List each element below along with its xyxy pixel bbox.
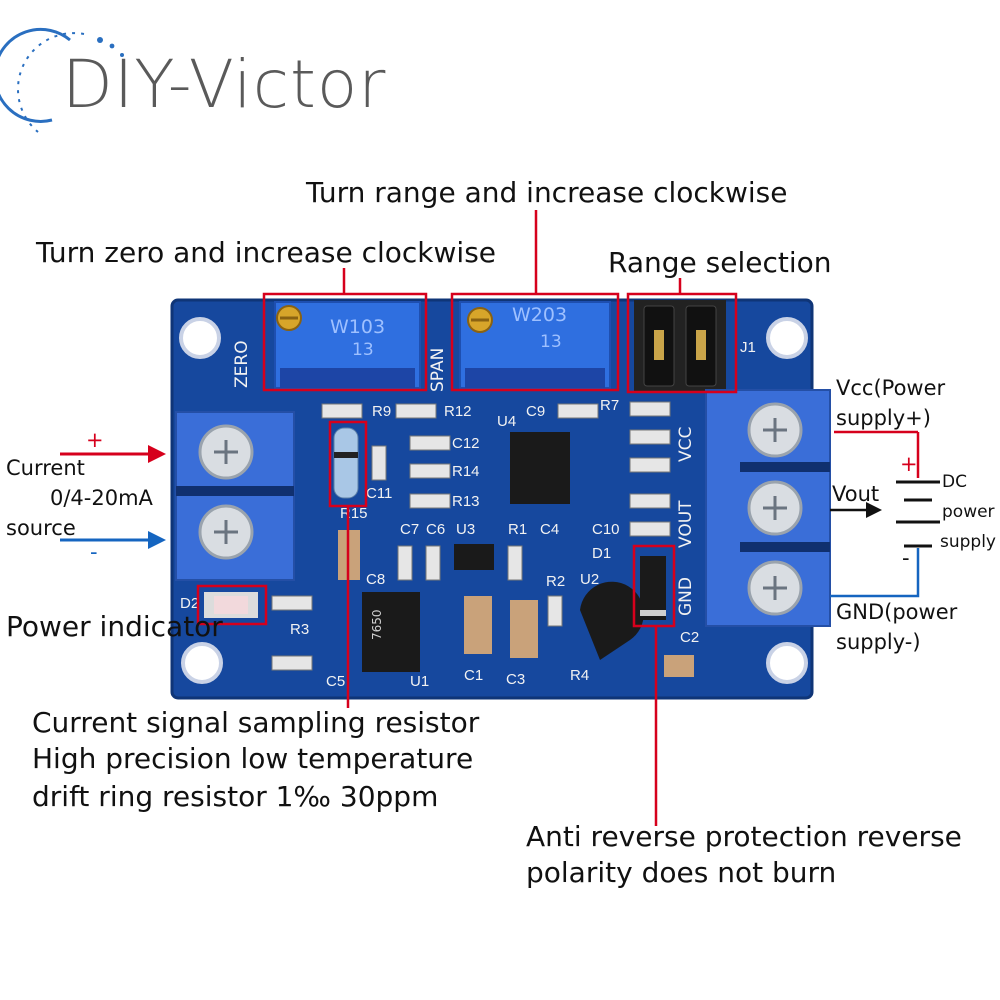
callout-protection-2: polarity does not burn: [526, 856, 837, 889]
input-label-3: source: [6, 516, 76, 540]
dc-label-1: DC: [942, 472, 967, 492]
svg-text:R12: R12: [444, 403, 472, 420]
callout-zero: Turn zero and increase clockwise: [36, 236, 497, 269]
svg-text:C6: C6: [426, 521, 445, 538]
svg-text:R13: R13: [452, 493, 480, 510]
vout-label: Vout: [832, 482, 880, 506]
pot1-label: W103: [330, 316, 386, 338]
callout-span: Turn range and increase clockwise: [306, 176, 788, 209]
input-label-2: 0/4-20mA: [50, 486, 153, 510]
svg-text:R4: R4: [570, 667, 589, 684]
dc-minus: -: [902, 546, 910, 570]
svg-text:C8: C8: [366, 571, 385, 588]
pot2-code: 13: [540, 332, 562, 352]
svg-text:R3: R3: [290, 621, 309, 638]
svg-text:D1: D1: [592, 545, 611, 562]
pot2-label: W203: [512, 304, 568, 326]
brand-logo: DIY-Victor: [62, 46, 387, 123]
gnd-label-2: supply-): [836, 630, 921, 654]
callout-sampling-1: Current signal sampling resistor: [32, 706, 480, 739]
svg-text:C2: C2: [680, 629, 699, 646]
svg-text:U2: U2: [580, 571, 599, 588]
dc-plus: +: [900, 452, 918, 476]
svg-text:R1: R1: [508, 521, 527, 538]
svg-text:R14: R14: [452, 463, 480, 480]
callout-sampling-2: High precision low temperature: [32, 742, 474, 775]
vcc-label-2: supply+): [836, 406, 931, 430]
vcc-label-1: Vcc(Power: [836, 376, 946, 400]
svg-text:R2: R2: [546, 573, 565, 590]
svg-text:U3: U3: [456, 521, 475, 538]
svg-text:R9: R9: [372, 403, 391, 420]
svg-text:C7: C7: [400, 521, 419, 538]
svg-text:C9: C9: [526, 403, 545, 420]
svg-text:C12: C12: [452, 435, 480, 452]
gnd-label-1: GND(power: [836, 600, 958, 624]
svg-text:R7: R7: [600, 397, 619, 414]
dc-label-2: power: [942, 502, 995, 522]
input-plus: +: [86, 428, 104, 452]
svg-text:C1: C1: [464, 667, 483, 684]
svg-text:C10: C10: [592, 521, 620, 538]
pot1-code: 13: [352, 340, 374, 360]
svg-text:C11: C11: [366, 485, 392, 502]
input-minus: -: [90, 540, 98, 564]
svg-text:J1: J1: [740, 339, 756, 356]
callout-range: Range selection: [608, 246, 832, 279]
svg-text:C4: C4: [540, 521, 559, 538]
svg-text:C5: C5: [326, 673, 345, 690]
svg-text:D2: D2: [180, 595, 199, 612]
callout-protection-1: Anti reverse protection reverse: [526, 820, 962, 853]
svg-text:U4: U4: [497, 413, 516, 430]
callout-sampling-3: drift ring resistor 1‰ 30ppm: [32, 780, 439, 813]
svg-text:C3: C3: [506, 671, 525, 688]
callout-power-indicator: Power indicator: [6, 610, 223, 643]
svg-text:U1: U1: [410, 673, 429, 690]
input-label-1: Current: [6, 456, 85, 480]
dc-label-3: supply: [940, 532, 996, 552]
